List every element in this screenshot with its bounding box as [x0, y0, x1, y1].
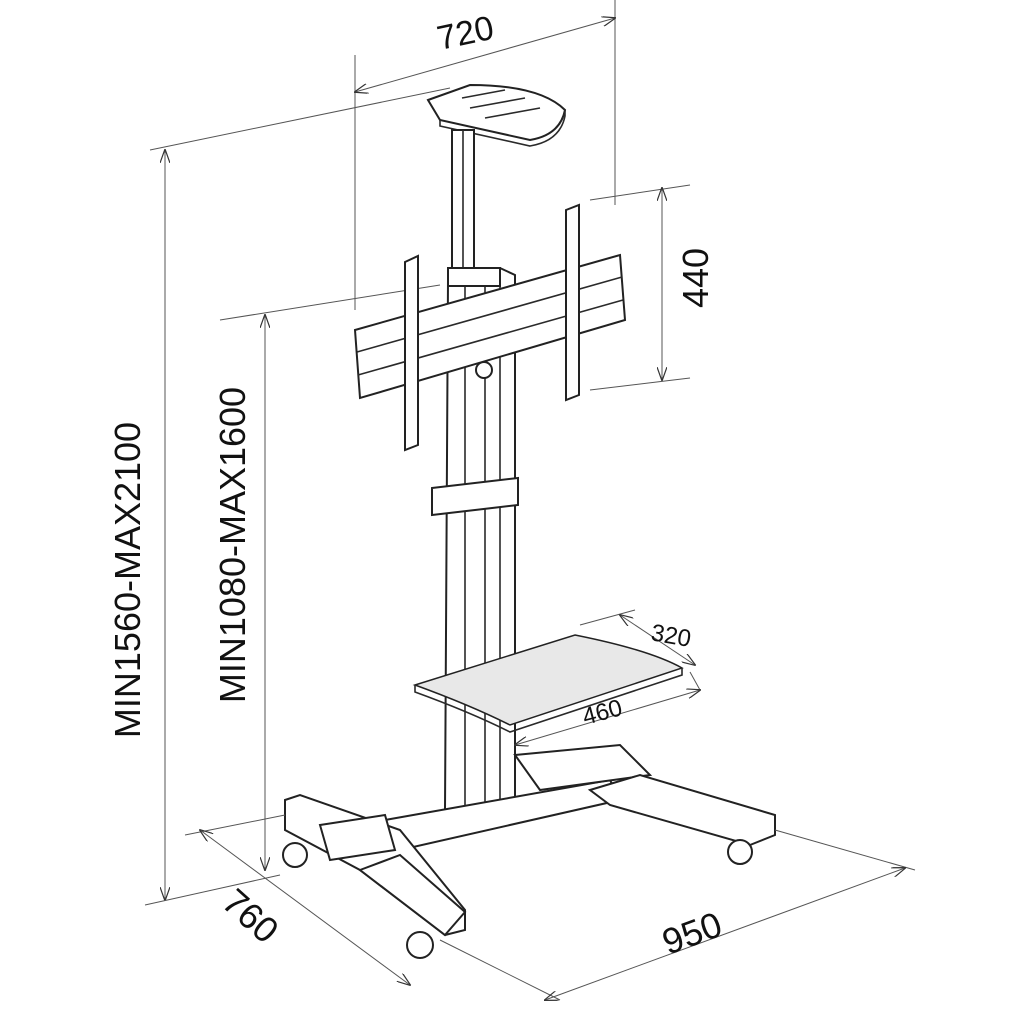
- dimension-total-height: MIN1560-MAX2100: [107, 87, 451, 906]
- top-tray: [426, 83, 567, 147]
- vesa-bracket-right: [565, 203, 580, 402]
- label-760: 760: [215, 880, 287, 951]
- middle-shelf: [412, 634, 684, 733]
- label-950: 950: [657, 903, 727, 962]
- base-frame: [284, 743, 776, 937]
- dimension-mount-height: MIN1080-MAX1600: [212, 284, 441, 870]
- label-320: 320: [649, 619, 693, 653]
- dimension-320: 320: [579, 609, 695, 665]
- vesa-bracket-left: [404, 254, 419, 452]
- upper-column: [451, 129, 475, 291]
- label-mount-height: MIN1080-MAX1600: [212, 387, 253, 703]
- dimension-950: 950: [439, 829, 916, 1000]
- label-720: 720: [434, 9, 497, 58]
- label-440: 440: [675, 248, 716, 308]
- label-total-height: MIN1560-MAX2100: [107, 422, 148, 738]
- dimension-440: 440: [589, 184, 716, 391]
